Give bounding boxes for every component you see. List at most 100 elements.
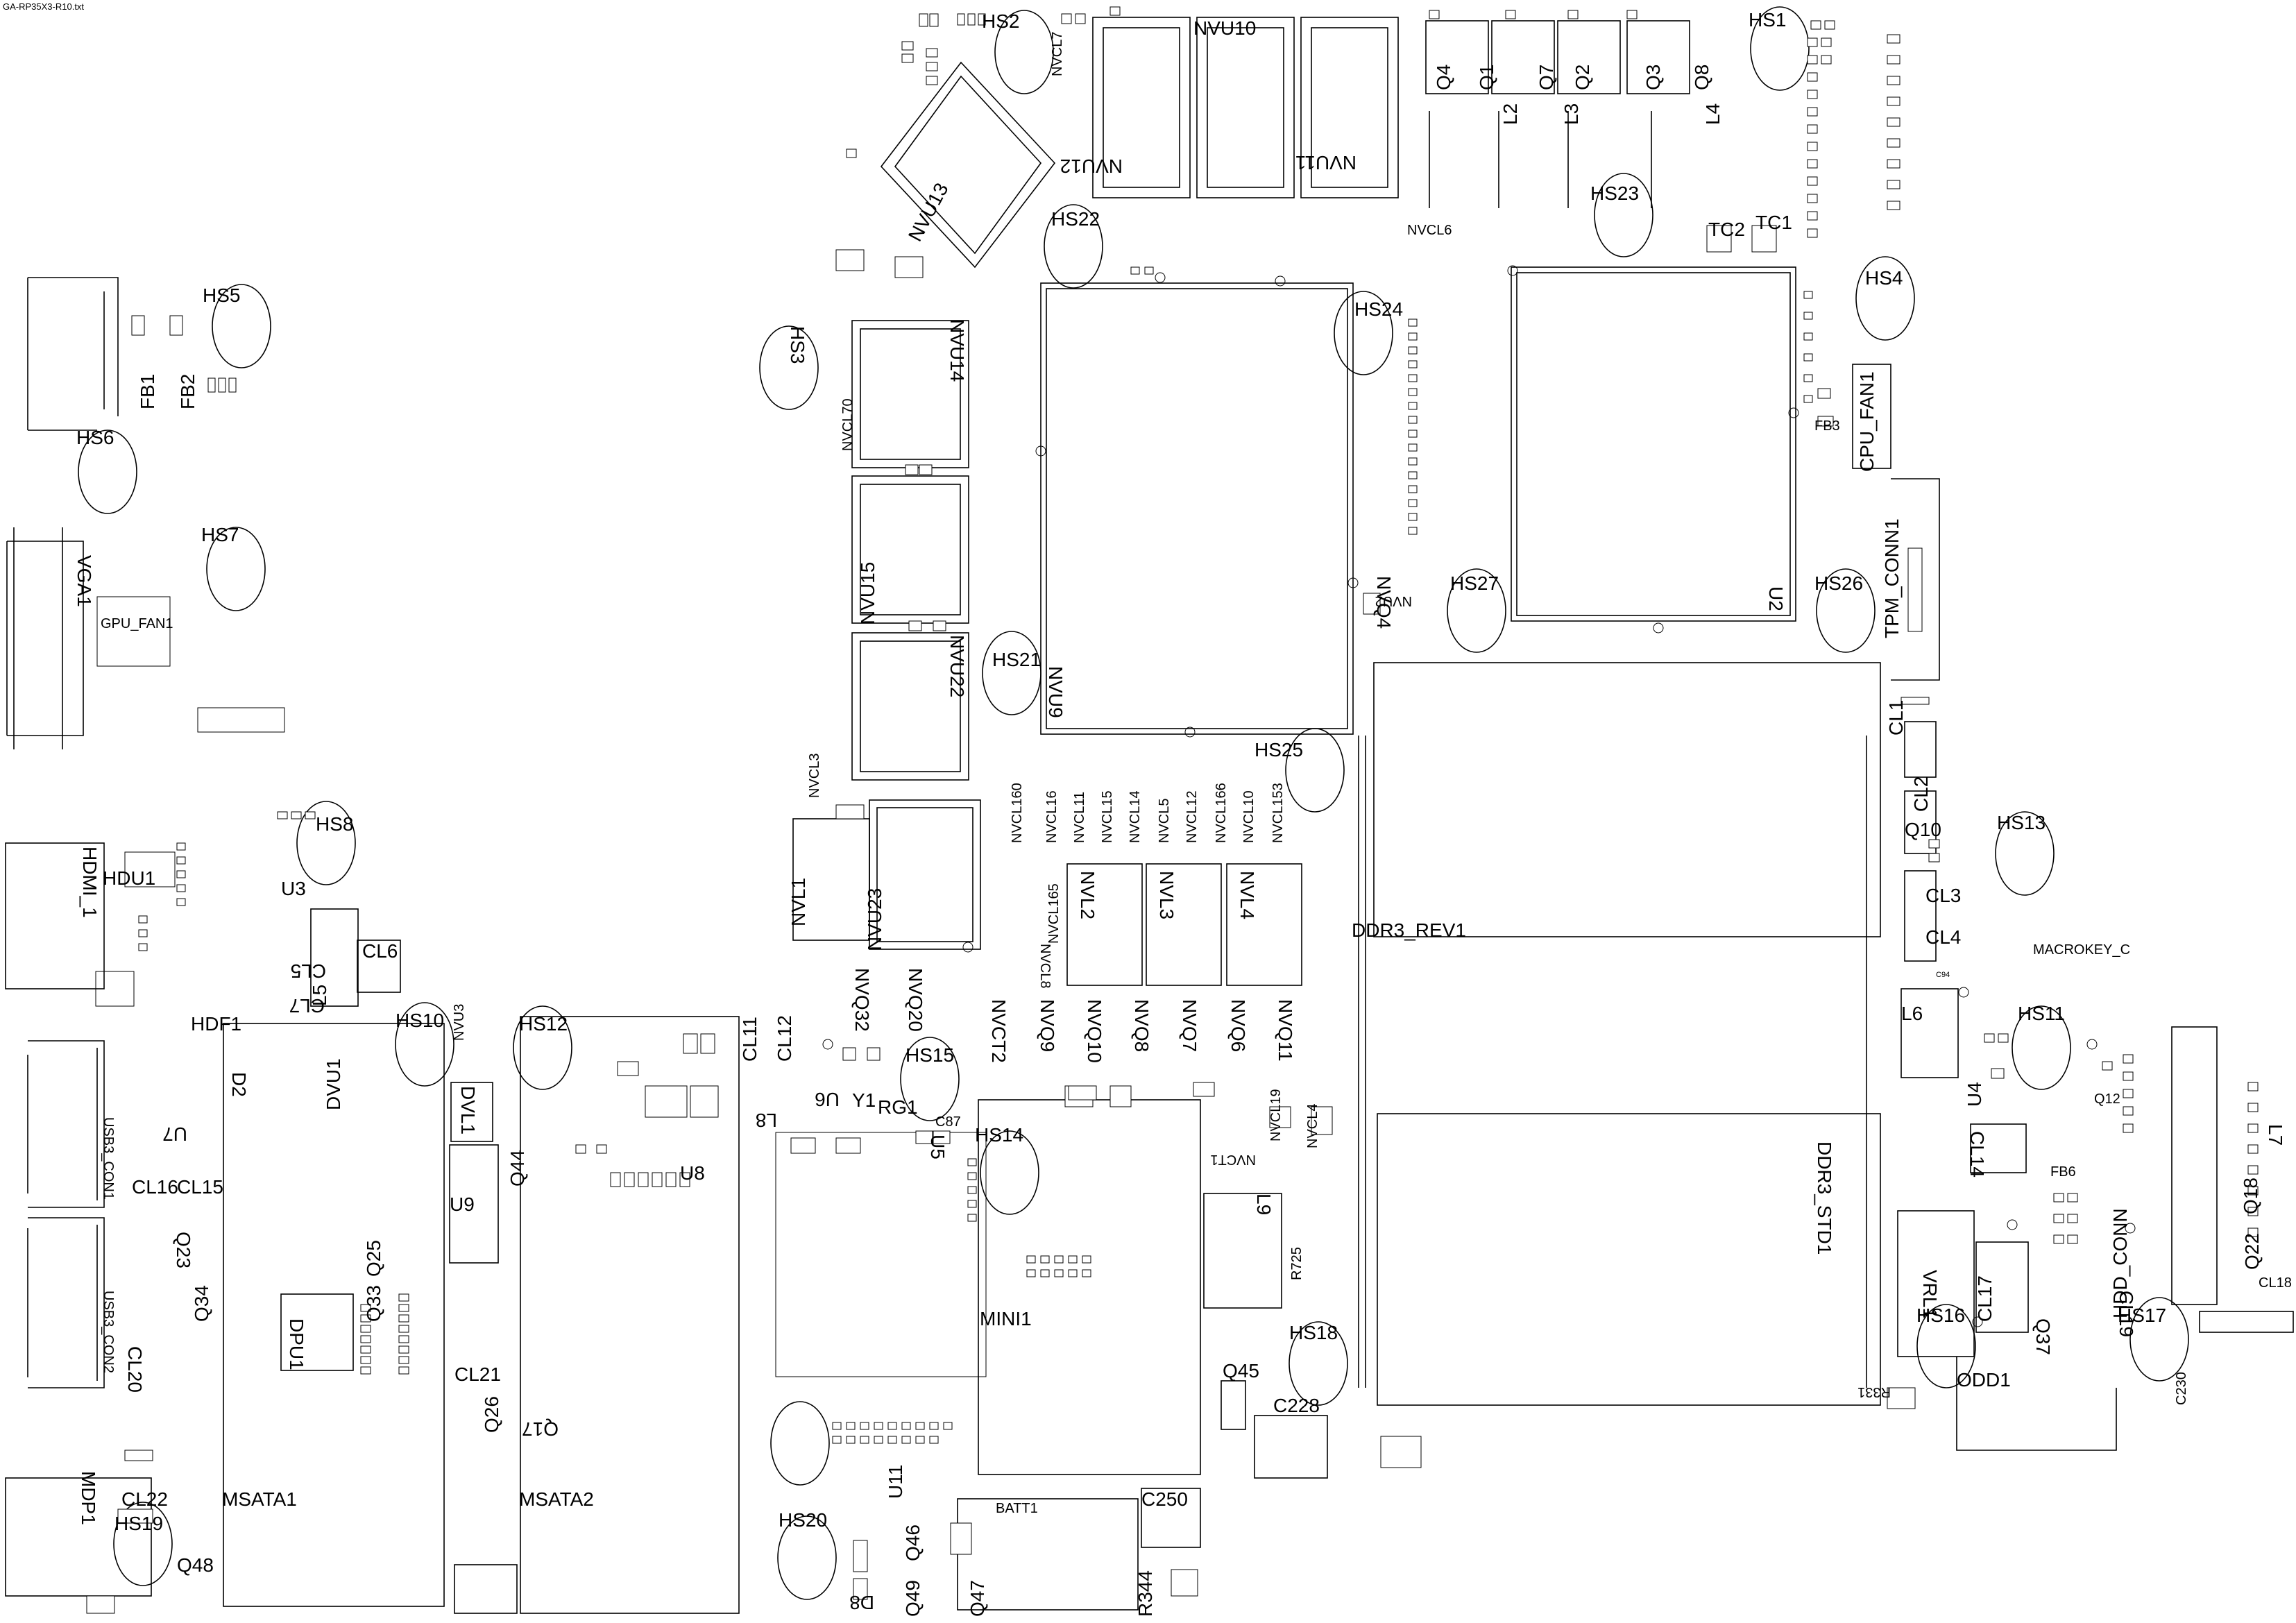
label-hs10: HS10 (396, 1010, 444, 1031)
label-vga1: VGA1 (74, 555, 95, 607)
label-hs26: HS26 (1814, 572, 1863, 594)
label-nvcl166: NVCL166 (1214, 783, 1229, 843)
label-nvcl3: NVCL3 (807, 754, 822, 798)
label-nvcl6: NVCL6 (1407, 223, 1452, 238)
label-cl5: CL5 (291, 960, 326, 982)
label-hs21: HS21 (992, 649, 1041, 670)
label-ddr3-std1: DDR3_STD1 (1814, 1141, 1835, 1255)
label-q18: Q18 (2240, 1178, 2261, 1214)
label-odd1: ODD1 (1957, 1369, 2011, 1391)
label-mini1: MINI1 (980, 1308, 1032, 1329)
label-q37: Q37 (2032, 1318, 2054, 1355)
label-cl3: CL3 (1925, 885, 1961, 906)
label-q47: Q47 (967, 1580, 988, 1617)
label-u9: U9 (450, 1193, 475, 1215)
label-l5: L5 (309, 985, 330, 1006)
label-nvct2: NVCT2 (988, 999, 1010, 1063)
label-nvq11: NVQ11 (1275, 999, 1296, 1062)
label-r344: R344 (1134, 1570, 1156, 1617)
label-cl22: CL22 (121, 1488, 168, 1510)
label-nvu10: NVU10 (1193, 17, 1256, 39)
label-hs18: HS18 (1289, 1322, 1338, 1343)
label-usb3-con1: USB3_CON1 (101, 1117, 116, 1200)
label-cl1: CL1 (1885, 700, 1907, 736)
label-nvcl160: NVCL160 (1010, 783, 1025, 843)
label-macrokey: MACROKEY_C (2033, 942, 2130, 958)
label-nvq4: NVQ4 (1373, 576, 1395, 629)
label-nvl4: NVL4 (1236, 871, 1258, 919)
label-q12: Q12 (2094, 1091, 2120, 1107)
label-tc1: TC1 (1755, 212, 1792, 233)
label-q3: Q3 (1642, 65, 1664, 90)
label-nvcl8: NVCL8 (1037, 944, 1053, 988)
label-q26: Q26 (481, 1396, 502, 1433)
label-rg1: RG1 (878, 1096, 918, 1118)
label-hs14: HS14 (975, 1124, 1023, 1146)
label-nvcl5: NVCL5 (1157, 799, 1172, 843)
label-cl16: CL16 (132, 1176, 178, 1198)
label-cl20: CL20 (124, 1346, 146, 1393)
label-nvl1: NVL1 (788, 878, 809, 926)
label-l9: L9 (1253, 1193, 1275, 1215)
label-l4: L4 (1702, 103, 1724, 125)
label-nvu2: NVU2 (1375, 593, 1412, 609)
label-q10: Q10 (1905, 819, 1941, 840)
label-c94: C94 (1936, 971, 1950, 979)
label-fb2: FB2 (177, 374, 198, 409)
label-mdp1: MDP1 (78, 1471, 99, 1525)
label-hs12: HS12 (519, 1013, 568, 1035)
label-nvu14: NVU14 (946, 319, 968, 382)
label-hs22: HS22 (1051, 208, 1100, 230)
label-nvq9: NVQ9 (1037, 999, 1058, 1052)
label-u4: U4 (1964, 1082, 1985, 1107)
label-hs6: HS6 (76, 427, 114, 448)
label-q44: Q44 (507, 1150, 528, 1187)
label-u7: U7 (162, 1123, 187, 1145)
label-nvu23: NVU23 (864, 888, 885, 951)
label-fb3: FB3 (1814, 418, 1840, 434)
label-tpm-conn1: TPM_CONN1 (1881, 518, 1903, 638)
label-u2: U2 (1765, 586, 1787, 611)
label-y1: Y1 (852, 1089, 876, 1111)
label-c87: C87 (935, 1114, 961, 1130)
label-q8: Q8 (1691, 65, 1712, 90)
label-vrl1: VRL1 (1919, 1270, 1941, 1318)
label-hs25: HS25 (1255, 739, 1303, 760)
label-hs19: HS19 (114, 1513, 163, 1534)
label-u5: U5 (927, 1135, 949, 1159)
label-nvl2: NVL2 (1077, 871, 1098, 919)
label-ddr3-rev1: DDR3_REV1 (1352, 919, 1466, 941)
label-cl6: CL6 (362, 940, 398, 962)
label-nvu12: NVU12 (1060, 155, 1123, 177)
label-nvcl153: NVCL153 (1270, 783, 1286, 843)
label-tc2: TC2 (1708, 219, 1745, 240)
label-cl11: CL11 (739, 1017, 760, 1062)
label-d8: D8 (849, 1592, 874, 1613)
label-cl4: CL4 (1925, 926, 1961, 948)
label-nvcl14: NVCL14 (1128, 790, 1143, 843)
label-nvq20: NVQ20 (905, 968, 926, 1032)
label-cl18: CL18 (2259, 1275, 2292, 1291)
label-hs1: HS1 (1749, 9, 1786, 31)
label-cpu-fan1: CPU_FAN1 (1856, 371, 1878, 472)
label-q46: Q46 (902, 1524, 924, 1561)
label-l2: L2 (1499, 103, 1521, 125)
label-cl19: CL19 (2116, 1291, 2137, 1337)
label-hs7: HS7 (201, 524, 239, 545)
label-q4: Q4 (1433, 65, 1454, 90)
label-hs2: HS2 (982, 10, 1019, 32)
label-r331: R331 (1857, 1384, 1891, 1400)
label-nvcl10: NVCL10 (1241, 790, 1257, 843)
left-connectors: VGA1 HDMI_1 USB3_CON1 USB3_CON2 MDP1 (5, 277, 152, 1597)
label-d2: D2 (228, 1072, 250, 1097)
label-hdd-conn: HDD_CONN (2109, 1208, 2131, 1318)
small-components (86, 6, 2259, 1614)
label-q34: Q34 (191, 1285, 212, 1322)
mount-points (822, 265, 2136, 1327)
label-q33: Q33 (363, 1285, 384, 1322)
label-hs13: HS13 (1997, 812, 2046, 833)
label-nvcl12: NVCL12 (1184, 790, 1200, 843)
label-cl21: CL21 (454, 1363, 501, 1385)
label-q23: Q23 (173, 1232, 194, 1268)
